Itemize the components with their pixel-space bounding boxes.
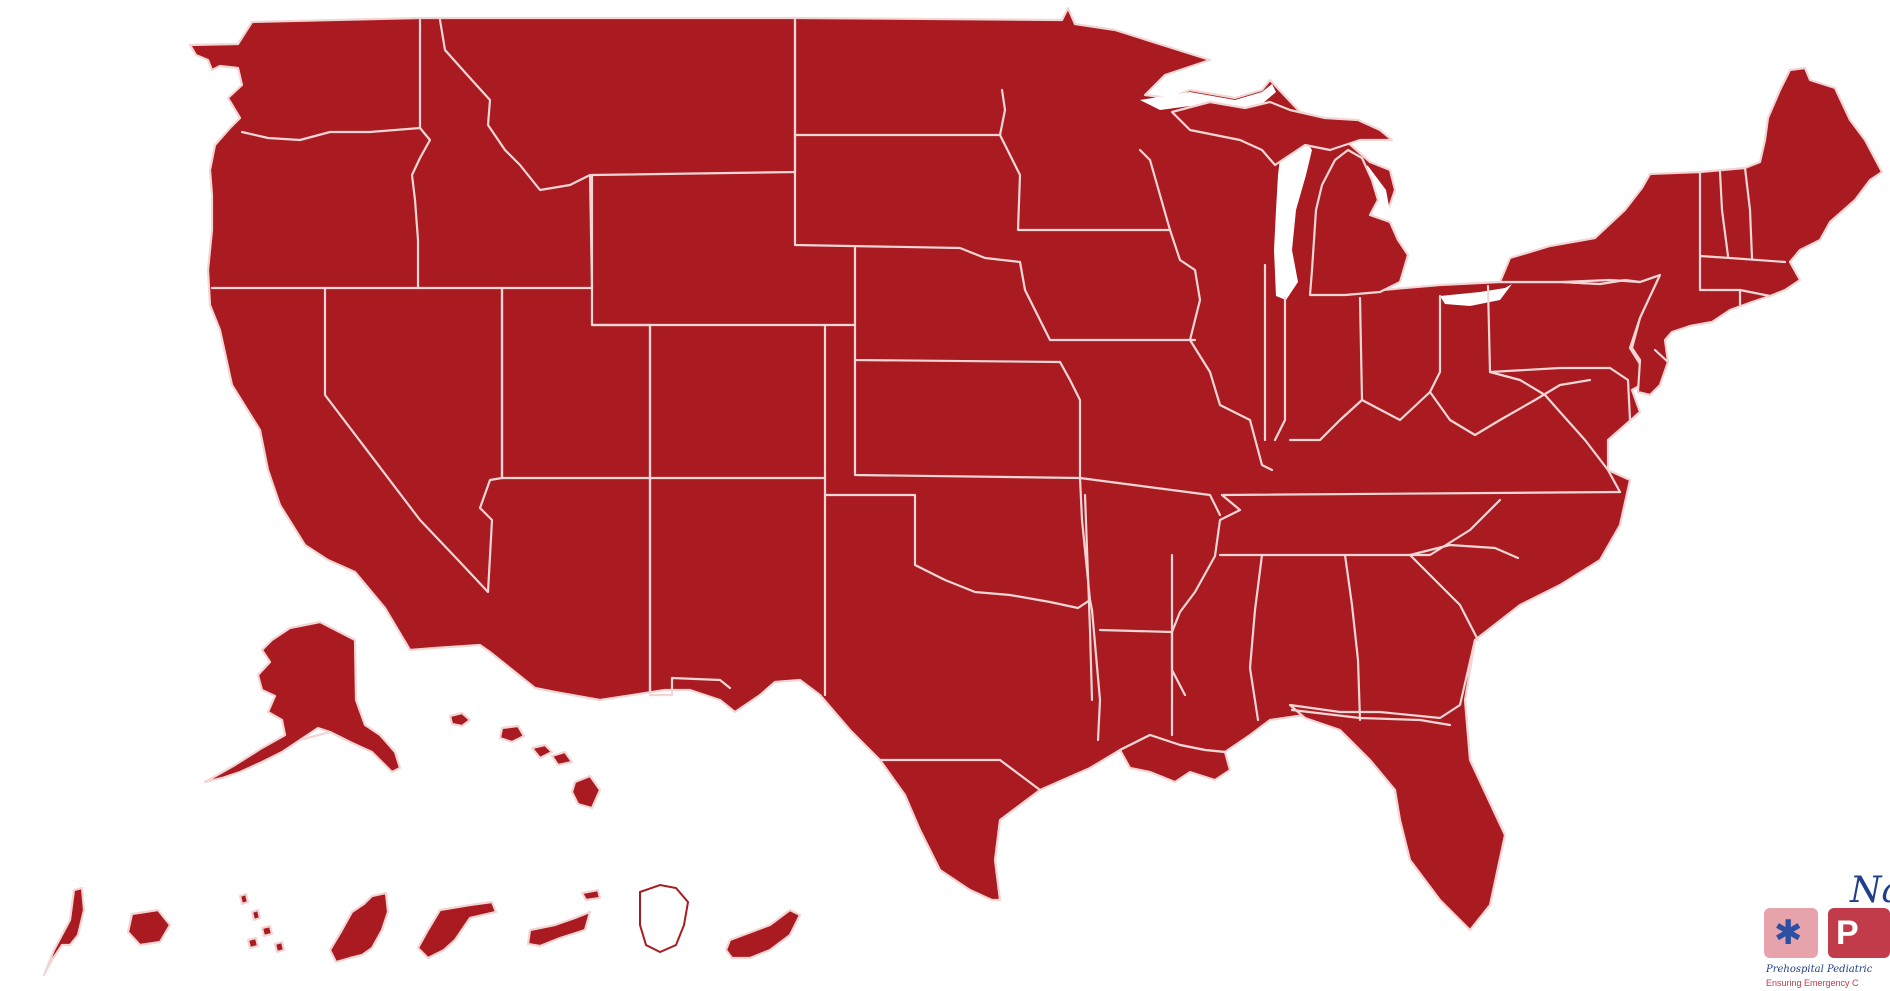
lake-michigan <box>1274 132 1312 300</box>
alaska-panhandle <box>298 730 352 744</box>
northeast[interactable] <box>1498 66 1884 397</box>
lake-superior <box>1140 84 1276 112</box>
territory-7 <box>724 908 802 960</box>
michigan-lower[interactable] <box>1308 148 1410 297</box>
louisiana-delta[interactable] <box>1118 733 1232 784</box>
territory-3 <box>238 892 286 954</box>
michigan-upper[interactable] <box>1170 100 1394 167</box>
logo-script-text: Na <box>1850 870 1890 911</box>
territory-6b <box>580 888 602 902</box>
florida[interactable] <box>1288 638 1507 932</box>
territory-5 <box>416 900 498 960</box>
territory-outline <box>639 883 690 954</box>
state-borders <box>210 18 1787 742</box>
logo-puzzle-piece <box>1764 908 1818 958</box>
logo-tagline: Prehospital Pediatric <box>1766 964 1873 975</box>
states-layer <box>188 6 1884 932</box>
alaska[interactable] <box>203 620 402 784</box>
star-of-life-icon: ✱ <box>1774 914 1803 952</box>
territory-1 <box>42 886 86 977</box>
territory-4 <box>328 891 390 964</box>
hawaii[interactable] <box>448 711 602 810</box>
texas-gulf[interactable] <box>878 758 1042 902</box>
logo-badge: P <box>1828 908 1890 958</box>
territory-6 <box>526 910 592 948</box>
territory-2 <box>126 908 172 947</box>
lake-erie <box>1440 284 1512 306</box>
logo-subtagline: Ensuring Emergency C <box>1766 978 1859 988</box>
logo: Na ✱ P Prehospital Pediatric Ensuring Em… <box>1758 870 1890 991</box>
territories[interactable] <box>42 883 802 977</box>
